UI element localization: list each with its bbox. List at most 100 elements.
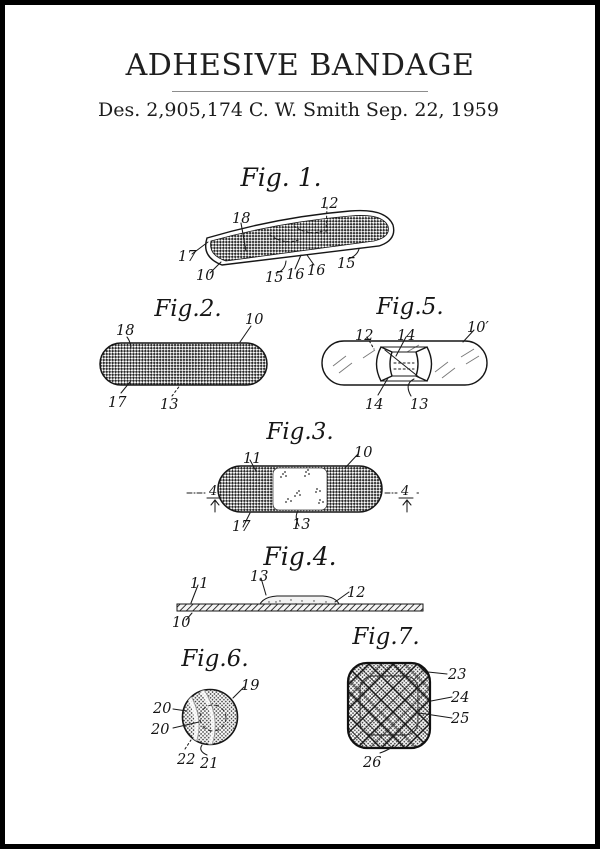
fig1-hidden-pad-line: [293, 225, 324, 234]
section-marker-right: [384, 492, 420, 513]
ref-numeral: 11: [243, 451, 261, 467]
leader-line-22: [184, 739, 192, 750]
patent-number: Des. 2,905,174: [98, 99, 244, 121]
leader-line-17: [191, 241, 209, 255]
inventor-name: C. W. Smith: [248, 99, 361, 121]
ref-numeral: 25: [450, 711, 469, 727]
leader-line-13: [260, 577, 267, 596]
leader-line-15b: [347, 248, 360, 260]
fig7-drawing: 23 24 25 26: [346, 661, 469, 771]
leader-line-10: [209, 261, 222, 274]
leader-line-10prime: [462, 329, 475, 343]
fig6-inner-pad-dashed: [199, 704, 227, 732]
page-title: ADHESIVE BANDAGE: [125, 48, 475, 83]
leader-line-24: [430, 696, 453, 702]
ref-numeral: 26: [362, 755, 381, 771]
ref-numeral: 16: [286, 267, 304, 283]
fig4-heading: Fig.4.: [263, 542, 337, 571]
ref-numeral: 17: [108, 395, 127, 411]
ref-numeral: 10: [245, 312, 263, 328]
leader-line-16b: [306, 254, 315, 266]
leader-line-13: [407, 378, 415, 397]
leader-line-17: [242, 512, 251, 528]
ref-numeral: 20: [152, 701, 171, 717]
leader-line-10: [344, 453, 359, 469]
ref-numeral: 22: [176, 752, 195, 768]
fig3-center-pad: [272, 467, 328, 511]
ref-numeral: 24: [450, 690, 469, 706]
leader-line-17: [120, 381, 131, 394]
ref-numeral: 10: [172, 615, 190, 631]
leader-line-11: [249, 459, 257, 472]
fig7-heading: Fig.7.: [352, 624, 420, 650]
leader-line-13: [171, 383, 182, 397]
ref-numeral: 15: [337, 256, 355, 272]
leader-line-11: [190, 584, 199, 604]
ref-numeral: 12: [347, 585, 365, 601]
ref-numeral: 18: [232, 211, 250, 227]
fig2-drawing: 18 10 17 13: [99, 312, 268, 413]
fig1-drawing: 18 12 17 10 15 16 16 15: [178, 196, 395, 286]
leader-line-25: [418, 712, 453, 719]
fig5-drawing: 12 14 10′ 14 13: [321, 320, 489, 413]
ref-numeral: 10: [196, 268, 214, 284]
section-numeral: 4: [400, 484, 409, 499]
fig5-pad-edges: [380, 346, 428, 382]
ref-numeral: 23: [447, 667, 466, 683]
leader-line-18: [126, 336, 132, 348]
fig7-square-bandage-outline: [346, 661, 432, 750]
fig7-inner-pad-outline: [359, 675, 419, 736]
ref-numeral: 14: [397, 328, 415, 344]
ref-numeral: 13: [292, 517, 310, 533]
leader-line-26: [379, 744, 395, 754]
leader-line-23: [427, 671, 448, 675]
leader-line-15: [275, 260, 287, 274]
fig5-cover-flap-left: [375, 346, 393, 382]
leader-line-16: [294, 254, 302, 270]
ref-numeral: 17: [232, 519, 251, 535]
leader-line-10: [185, 612, 193, 621]
leader-line-12: [334, 591, 350, 603]
ref-numeral: 15: [265, 270, 283, 286]
leader-line-14-bottom: [377, 377, 389, 396]
fig3-drawing: 11 10 17 13 4 4: [186, 445, 420, 535]
leader-line-19: [232, 686, 245, 699]
leader-line-21: [200, 744, 208, 756]
leader-line-20a: [172, 708, 188, 712]
fig3-pad-speckles: [280, 469, 324, 504]
fig5-heading: Fig.5.: [376, 294, 444, 320]
ref-numeral: 19: [241, 678, 259, 694]
issue-date: Sep. 22, 1959: [365, 99, 499, 121]
ref-numeral: 20: [150, 722, 169, 738]
fig3-heading: Fig.3.: [266, 419, 334, 445]
title-divider-rule: [172, 91, 428, 92]
byline: Des. 2,905,174 C. W. Smith Sep. 22, 1959: [98, 99, 499, 121]
shine-marks: [332, 344, 480, 379]
fig4-strip-section: [176, 603, 424, 612]
ref-numeral: 13: [410, 397, 428, 413]
ref-numeral: 11: [190, 576, 208, 592]
section-numeral: 4: [208, 484, 217, 499]
ref-numeral: 10′: [467, 320, 489, 336]
fig1-hidden-pad-line: [269, 234, 300, 243]
fig5-cover-flap-right: [415, 346, 433, 382]
ref-numeral: 13: [160, 397, 178, 413]
fig1-strip-weave: [210, 215, 389, 262]
fig2-bandage-stadium: [99, 342, 268, 386]
ref-numeral: 16: [307, 263, 325, 279]
section-marker-left: [186, 492, 222, 513]
ref-numeral: 10: [354, 445, 372, 461]
leader-line-10: [239, 325, 252, 343]
ref-numeral: 14: [365, 397, 383, 413]
leader-line-12: [366, 336, 375, 350]
leader-line-18: [240, 222, 247, 252]
leader-line-20b: [172, 721, 200, 729]
ref-numeral: 21: [199, 756, 218, 772]
ref-numeral: 13: [250, 569, 268, 585]
ref-numeral: 17: [178, 249, 197, 265]
fig4-drawing: 11 13 12 10: [172, 569, 424, 631]
fig5-pad-hidden-lines: [393, 362, 415, 370]
fig6-drawing: 19 20 20 22 21: [150, 678, 259, 772]
fig6-heading: Fig.6.: [181, 646, 249, 672]
